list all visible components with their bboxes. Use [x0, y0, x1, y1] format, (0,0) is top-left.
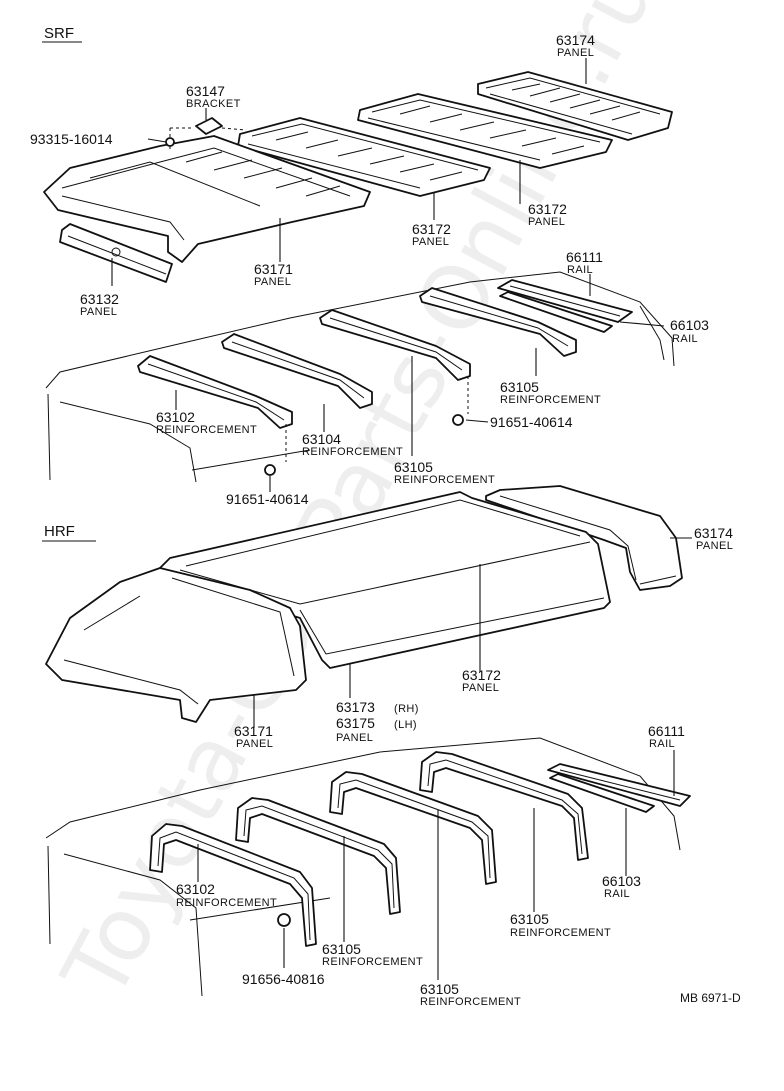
label-63104-no: 63104	[302, 431, 341, 447]
hlabel-63171-name: PANEL	[236, 738, 273, 750]
srf-bolt-93315[interactable]	[165, 137, 175, 147]
hlabel-63105-b-name: REINFORCEMENT	[420, 996, 521, 1008]
label-63132-no: 63132	[80, 291, 119, 307]
hrf-section: HRF	[42, 485, 741, 1008]
hrf-rail-66111[interactable]	[547, 763, 691, 807]
label-63105-center-name: REINFORCEMENT	[394, 474, 495, 486]
label-63174-name: PANEL	[557, 47, 594, 59]
hrf-center-panel-63172[interactable]	[159, 491, 611, 669]
label-63147-no: 63147	[186, 83, 225, 99]
label-63102-no: 63102	[156, 409, 195, 425]
label-91651-a-no: 91651-40614	[226, 491, 309, 507]
hlabel-63173-no: 63173	[336, 699, 375, 715]
label-66111-no: 66111	[566, 249, 603, 265]
label-66111-name: RAIL	[567, 264, 593, 276]
hrf-reinforcement-63105-a[interactable]	[235, 797, 401, 915]
drawing-code: MB 6971-D	[680, 991, 741, 1005]
hlabel-63172-no: 63172	[462, 667, 501, 683]
label-63172-b-name: PANEL	[528, 216, 565, 228]
hlabel-63102-name: REINFORCEMENT	[176, 897, 277, 909]
hlabel-63172-name: PANEL	[462, 682, 499, 694]
srf-screw-91651-b[interactable]	[452, 376, 469, 426]
label-63147-name: BRACKET	[186, 98, 241, 110]
hlabel-63175-no: 63175	[336, 715, 375, 731]
label-93315-no: 93315-16014	[30, 131, 113, 147]
hlabel-63174-name: PANEL	[696, 540, 733, 552]
label-63102-name: REINFORCEMENT	[156, 424, 257, 436]
hlabel-63105-a-no: 63105	[322, 941, 361, 957]
srf-leader-lines	[111, 58, 665, 492]
hrf-reinforcement-63102[interactable]	[149, 823, 317, 947]
srf-front-panel-63171[interactable]	[43, 135, 371, 263]
srf-reinforcement-63102[interactable]	[137, 355, 293, 429]
srf-center-panel-63172-b[interactable]	[357, 93, 613, 169]
label-63172-b-no: 63172	[528, 201, 567, 217]
srf-screw-91651-a[interactable]	[264, 424, 287, 476]
hlabel-63171-no: 63171	[234, 723, 273, 739]
label-66103-name: RAIL	[672, 333, 698, 345]
hrf-section-title: HRF	[44, 523, 75, 540]
srf-rear-panel-63174[interactable]	[477, 71, 673, 141]
label-63105-center-no: 63105	[394, 459, 433, 475]
label-63172-a-no: 63172	[412, 221, 451, 237]
srf-reinforcement-63104[interactable]	[221, 333, 373, 409]
hlabel-63173-suffix: (RH)	[394, 703, 419, 715]
hlabel-91656-no: 91656-40816	[242, 971, 325, 987]
hlabel-63175-name: PANEL	[336, 732, 373, 744]
hrf-rail-66103[interactable]	[549, 773, 655, 813]
label-63171-no: 63171	[254, 261, 293, 277]
hlabel-63175-suffix: (LH)	[394, 719, 417, 731]
srf-rail-66111[interactable]	[497, 279, 633, 323]
hlabel-66111-no: 66111	[648, 723, 685, 739]
hlabel-63105-c-no: 63105	[510, 911, 549, 927]
label-63174-no: 63174	[556, 32, 595, 48]
hlabel-63105-c-name: REINFORCEMENT	[510, 927, 611, 939]
label-66103-no: 66103	[670, 317, 709, 333]
hrf-front-panel-63171[interactable]	[45, 567, 307, 723]
hrf-bolt-91656[interactable]	[277, 913, 291, 927]
hlabel-63105-a-name: REINFORCEMENT	[322, 956, 423, 968]
label-63132-name: PANEL	[80, 306, 117, 318]
srf-section-title: SRF	[44, 25, 74, 42]
label-63171-name: PANEL	[254, 276, 291, 288]
label-63172-a-name: PANEL	[412, 236, 449, 248]
hlabel-63102-no: 63102	[176, 881, 215, 897]
hlabel-66111-name: RAIL	[649, 738, 675, 750]
hlabel-63105-b-no: 63105	[420, 981, 459, 997]
label-63104-name: REINFORCEMENT	[302, 446, 403, 458]
hlabel-66103-no: 66103	[602, 873, 641, 889]
label-63105-rear-no: 63105	[500, 379, 539, 395]
hrf-leader-lines	[197, 537, 692, 980]
srf-reinforcement-63105-rear[interactable]	[419, 287, 577, 357]
hrf-reinforcement-63105-c[interactable]	[419, 751, 589, 861]
hlabel-66103-name: RAIL	[604, 888, 630, 900]
srf-rail-66103[interactable]	[499, 291, 613, 333]
label-63105-rear-name: REINFORCEMENT	[500, 394, 601, 406]
srf-reinforcement-63105-center[interactable]	[319, 309, 471, 381]
hlabel-63174-no: 63174	[694, 525, 733, 541]
hrf-rear-panel-63174[interactable]	[485, 485, 683, 591]
srf-panel-63132[interactable]	[59, 223, 173, 283]
label-91651-b-no: 91651-40614	[490, 414, 573, 430]
hrf-reinforcement-63105-b[interactable]	[329, 771, 497, 885]
srf-section: SRF	[30, 25, 709, 507]
